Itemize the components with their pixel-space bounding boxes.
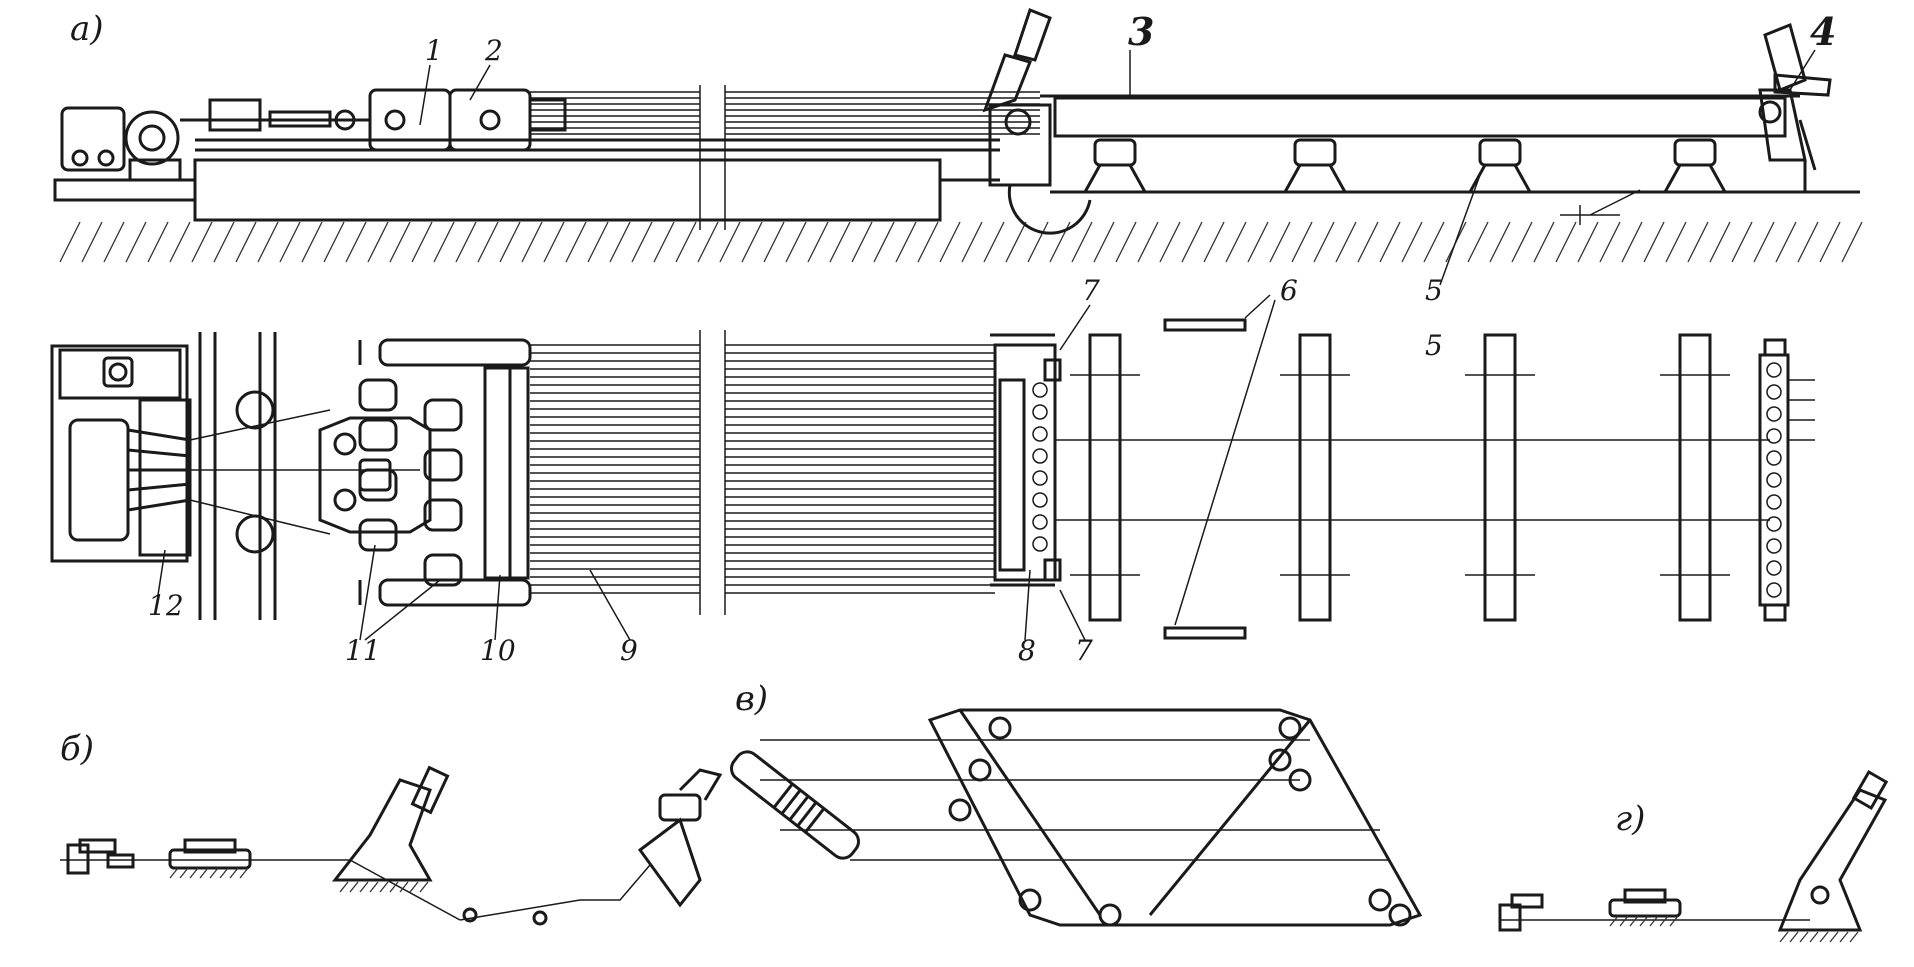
ground-hatching (59, 221, 1863, 263)
callout-7-bottom: 7 (1075, 634, 1093, 667)
panel-label-a: a) (70, 9, 104, 49)
panel-label-b: б) (60, 729, 94, 769)
callout-7-top: 7 (1082, 274, 1100, 307)
wire-strands (530, 344, 995, 594)
callout-10: 10 (480, 634, 516, 667)
callout-4: 4 (1810, 9, 1836, 54)
callout-9: 9 (620, 634, 638, 667)
end-plate-holes (1766, 362, 1782, 598)
plan-supports (1070, 333, 1730, 622)
elevation-view (53, 8, 1863, 263)
scheme-g (1498, 769, 1889, 943)
wire-bundle-elevation (530, 91, 1040, 135)
callout-1: 1 (425, 34, 443, 67)
tension-cylinders (358, 378, 463, 587)
callout-5-elevation: 5 (1425, 274, 1443, 307)
scheme-b (60, 765, 723, 926)
support-row (1082, 138, 1728, 194)
callout-3: 3 (1128, 9, 1154, 54)
callout-12: 12 (148, 589, 184, 622)
scheme-v (730, 708, 1423, 927)
callout-6: 6 (1280, 274, 1298, 307)
ground-hatching (169, 867, 429, 893)
anchor-plate-holes (1032, 382, 1048, 552)
leader-lines (157, 49, 1816, 641)
ground-hatching (1609, 915, 1859, 943)
callout-2: 2 (484, 34, 503, 67)
callout-8: 8 (1018, 634, 1036, 667)
panel-label-v: в) (735, 679, 768, 719)
callout-5-plan: 5 (1425, 329, 1443, 362)
pulley-set (948, 716, 1412, 927)
callout-11: 11 (345, 634, 381, 667)
panel-label-g: г) (1615, 799, 1645, 839)
plan-view (50, 294, 1815, 640)
